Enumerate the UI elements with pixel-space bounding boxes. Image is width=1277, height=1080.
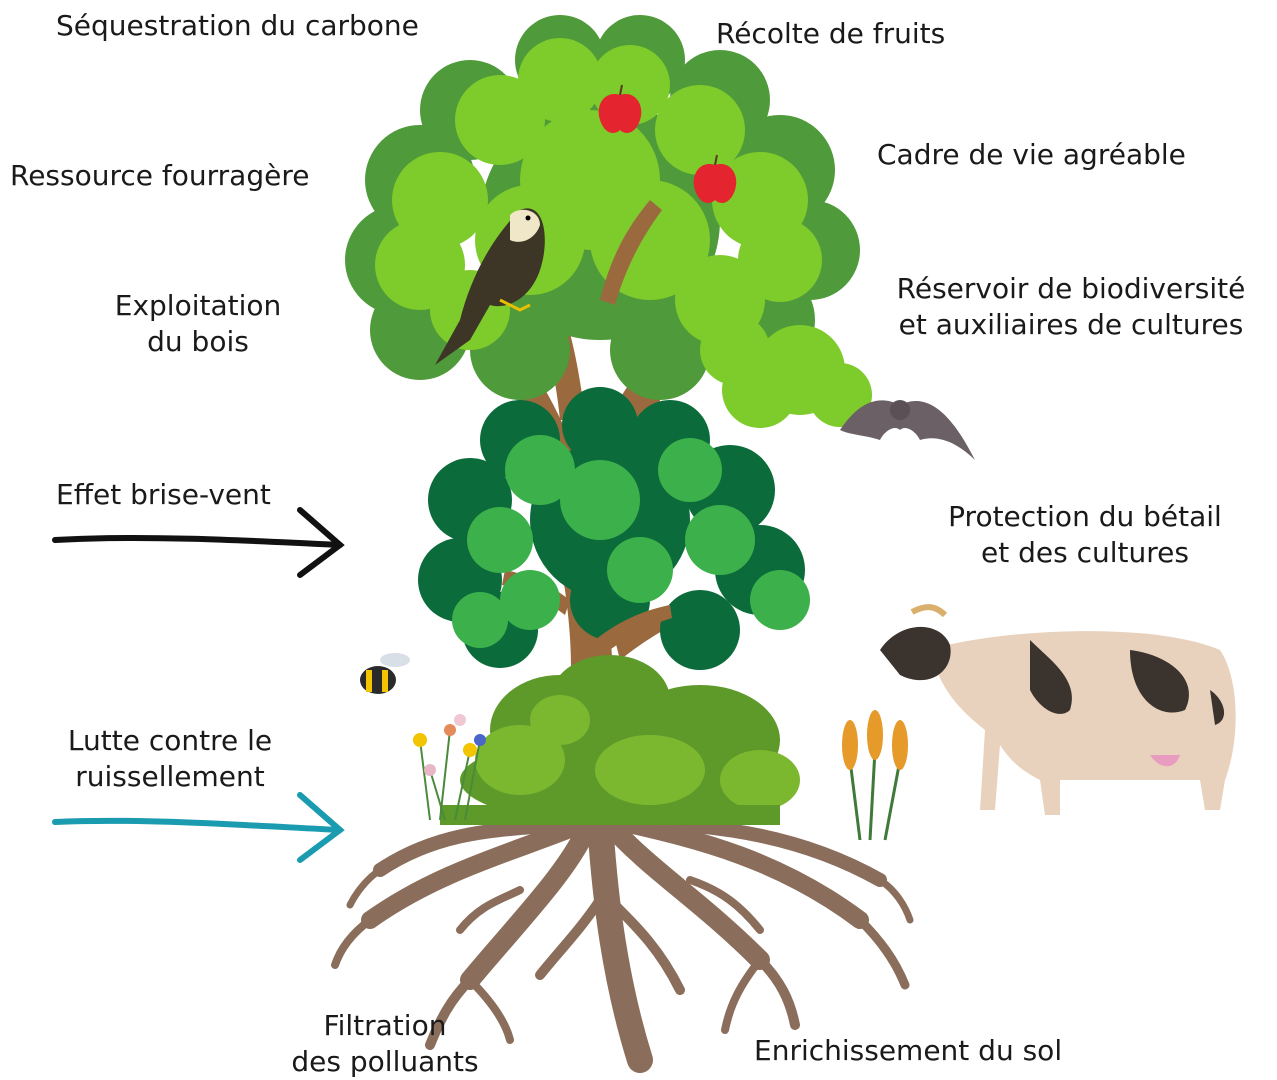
- shrub-icon: [440, 655, 800, 825]
- label-filtration-line1: Filtration: [323, 1009, 447, 1042]
- roots-icon: [331, 809, 914, 1073]
- label-exploitation-bois: Exploitation du bois: [108, 288, 288, 360]
- bee-icon: [360, 653, 410, 694]
- label-protection-line1: Protection du bétail: [948, 500, 1222, 533]
- label-protection-betail: Protection du bétail et des cultures: [930, 499, 1240, 571]
- label-exploitation-line1: Exploitation: [114, 289, 282, 322]
- cow-icon: [880, 604, 1236, 815]
- runoff-arrow-icon: [52, 792, 345, 863]
- label-recolte-fruits: Récolte de fruits: [716, 17, 946, 50]
- label-lutte-line2: ruissellement: [75, 760, 265, 793]
- falcon-icon: [435, 208, 545, 365]
- label-enrichissement-sol: Enrichissement du sol: [754, 1034, 1063, 1067]
- label-sequestration-carbone: Séquestration du carbone: [56, 9, 419, 42]
- wildflowers-icon: [413, 714, 486, 821]
- label-protection-line2: et des cultures: [981, 536, 1189, 569]
- midstory-icon: [418, 387, 810, 670]
- label-lutte-line1: Lutte contre le: [67, 724, 273, 757]
- label-lutte-ruissellement: Lutte contre le ruissellement: [50, 723, 290, 795]
- label-reservoir-line2: et auxiliaires de cultures: [898, 308, 1244, 341]
- label-exploitation-line2: du bois: [147, 325, 249, 358]
- bat-icon: [840, 400, 975, 460]
- label-ressource-fourragere: Ressource fourragère: [10, 159, 310, 192]
- label-cadre-de-vie: Cadre de vie agréable: [877, 138, 1186, 171]
- canopy-icon: [345, 15, 872, 428]
- label-reservoir-biodiversite: Réservoir de biodiversité et auxiliaires…: [886, 271, 1256, 343]
- label-reservoir-line1: Réservoir de biodiversité: [896, 272, 1246, 305]
- wind-arrow-icon: [52, 507, 345, 578]
- label-effet-brise-vent: Effet brise-vent: [56, 478, 271, 511]
- wheat-icon: [842, 710, 908, 841]
- label-filtration-line2: des polluants: [291, 1045, 479, 1078]
- label-filtration-polluants: Filtration des polluants: [280, 1008, 490, 1080]
- apple-icon: [598, 84, 737, 203]
